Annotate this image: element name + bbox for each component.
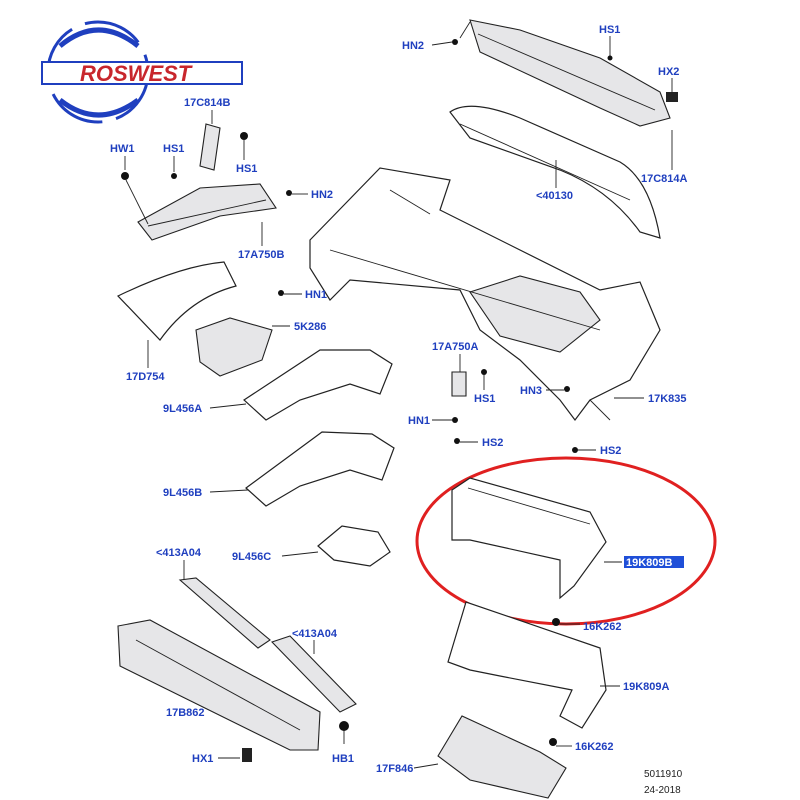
label-9l456b[interactable]: 9L456B — [163, 487, 202, 499]
label-413a04-b[interactable]: <413A04 — [292, 628, 338, 640]
label-hn1-b[interactable]: HN1 — [408, 415, 430, 427]
label-16k262-a[interactable]: 16K262 — [583, 621, 622, 633]
label-17a750a[interactable]: 17A750A — [432, 341, 479, 353]
label-19k809a[interactable]: 19K809A — [623, 681, 670, 693]
label-hs1-c[interactable]: HS1 — [474, 393, 495, 405]
label-hx1[interactable]: HX1 — [192, 753, 213, 765]
bracket-5k286 — [195, 317, 273, 377]
diffuser-panel-19k809a — [447, 601, 607, 729]
label-17c814a[interactable]: 17C814A — [641, 173, 688, 185]
upper-reinforcement — [459, 19, 671, 127]
label-hn2-top[interactable]: HN2 — [402, 40, 424, 52]
footer-code: 5011910 — [644, 769, 683, 780]
label-hs1-a[interactable]: HS1 — [163, 143, 184, 155]
label-17k835[interactable]: 17K835 — [648, 393, 687, 405]
label-17c814b[interactable]: 17C814B — [184, 97, 231, 109]
label-17d754[interactable]: 17D754 — [126, 371, 165, 383]
impact-beam-17b862 — [117, 619, 321, 751]
deflector-9l456c — [317, 525, 391, 567]
undertray-17f846 — [437, 715, 567, 799]
deflector-9l456b — [245, 431, 395, 507]
label-hw1[interactable]: HW1 — [110, 143, 134, 155]
label-17b862[interactable]: 17B862 — [166, 707, 205, 719]
label-5k286[interactable]: 5K286 — [294, 321, 326, 333]
label-40130[interactable]: <40130 — [536, 190, 573, 202]
footer-date: 24-2018 — [644, 785, 681, 796]
label-9l456c[interactable]: 9L456C — [232, 551, 271, 563]
deflector-9l456a — [243, 349, 393, 421]
label-hx2[interactable]: HX2 — [658, 66, 679, 78]
selected-label-bg — [624, 556, 684, 568]
brand-logo: ROSWEST — [41, 20, 243, 124]
label-hs2-a[interactable]: HS2 — [482, 437, 503, 449]
label-hn1-a[interactable]: HN1 — [305, 289, 327, 301]
logo-text: ROSWEST — [80, 61, 193, 86]
arch-cover-17d754 — [116, 261, 237, 341]
label-hn2-mid[interactable]: HN2 — [311, 189, 333, 201]
side-bracket-17a750b — [125, 179, 277, 241]
label-hs1-top[interactable]: HS1 — [599, 24, 620, 36]
rear-valance — [449, 105, 661, 239]
label-hb1[interactable]: HB1 — [332, 753, 354, 765]
label-413a04-a[interactable]: <413A04 — [156, 547, 202, 559]
label-17a750b[interactable]: 17A750B — [238, 249, 285, 261]
label-9l456a[interactable]: 9L456A — [163, 403, 202, 415]
label-17f846[interactable]: 17F846 — [376, 763, 413, 775]
label-hs2-b[interactable]: HS2 — [600, 445, 621, 457]
label-16k262-b[interactable]: 16K262 — [575, 741, 614, 753]
bumper-cover — [309, 167, 661, 421]
label-hs1-b[interactable]: HS1 — [236, 163, 257, 175]
label-19k809b[interactable]: 19K809B — [626, 557, 673, 569]
diffuser-panel-19k809b — [451, 477, 607, 600]
label-hn3[interactable]: HN3 — [520, 385, 542, 397]
